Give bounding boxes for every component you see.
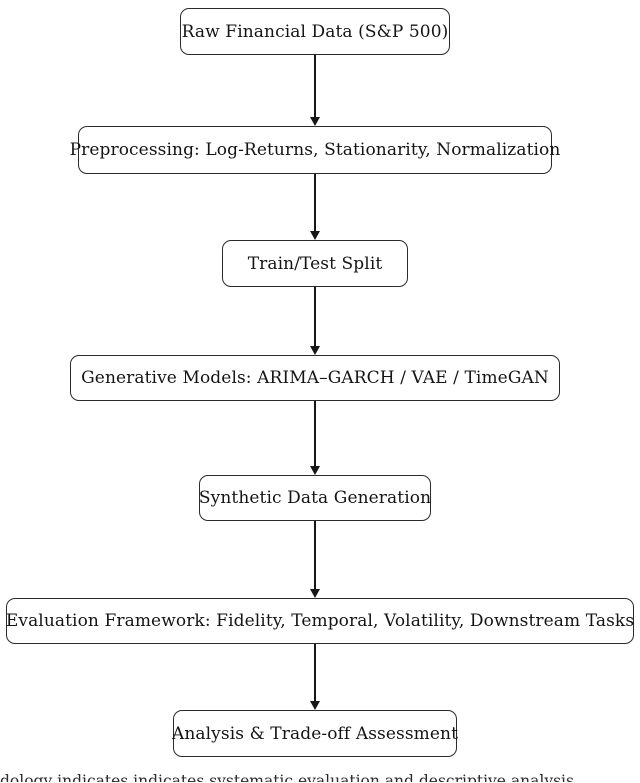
arrow-line <box>314 174 316 232</box>
arrow-line <box>314 401 316 467</box>
arrow-line <box>314 644 316 702</box>
arrowhead-down-icon <box>309 589 320 598</box>
flow-node-preprocessing[interactable]: Preprocessing: Log-Returns, Stationarity… <box>70 126 560 174</box>
flow-node-label: Preprocessing: Log-Returns, Stationarity… <box>69 140 561 160</box>
flow-node-label: Evaluation Framework: Fidelity, Temporal… <box>5 611 635 631</box>
flow-node-label: Generative Models: ARIMA–GARCH / VAE / T… <box>81 368 549 388</box>
flow-node-label: Train/Test Split <box>247 253 383 274</box>
flow-node-label: Analysis & Trade-off Assessment <box>171 723 459 744</box>
figure-caption-cropped: dology indicates indicates systematic ev… <box>0 772 640 782</box>
flow-node-evaluation-framework[interactable]: Evaluation Framework: Fidelity, Temporal… <box>6 598 634 644</box>
flow-node-label: Synthetic Data Generation <box>198 488 432 508</box>
flow-node-raw-data[interactable]: Raw Financial Data (S&P 500) <box>180 8 450 55</box>
arrowhead-down-icon <box>309 701 320 710</box>
flow-node-label: Raw Financial Data (S&P 500) <box>181 21 449 42</box>
flow-node-train-test-split[interactable]: Train/Test Split <box>222 240 408 287</box>
arrowhead-down-icon <box>309 346 320 355</box>
figure-caption-text: dology indicates indicates systematic ev… <box>0 772 574 782</box>
arrow-line <box>314 55 316 118</box>
flow-node-generative-models[interactable]: Generative Models: ARIMA–GARCH / VAE / T… <box>70 355 560 401</box>
arrow-line <box>314 521 316 590</box>
flow-node-analysis-tradeoff[interactable]: Analysis & Trade-off Assessment <box>172 710 458 757</box>
arrow-line <box>314 287 316 347</box>
flow-node-synthetic-data-generation[interactable]: Synthetic Data Generation <box>199 475 431 521</box>
arrowhead-down-icon <box>309 466 320 475</box>
arrowhead-down-icon <box>309 117 320 126</box>
arrowhead-down-icon <box>309 231 320 240</box>
